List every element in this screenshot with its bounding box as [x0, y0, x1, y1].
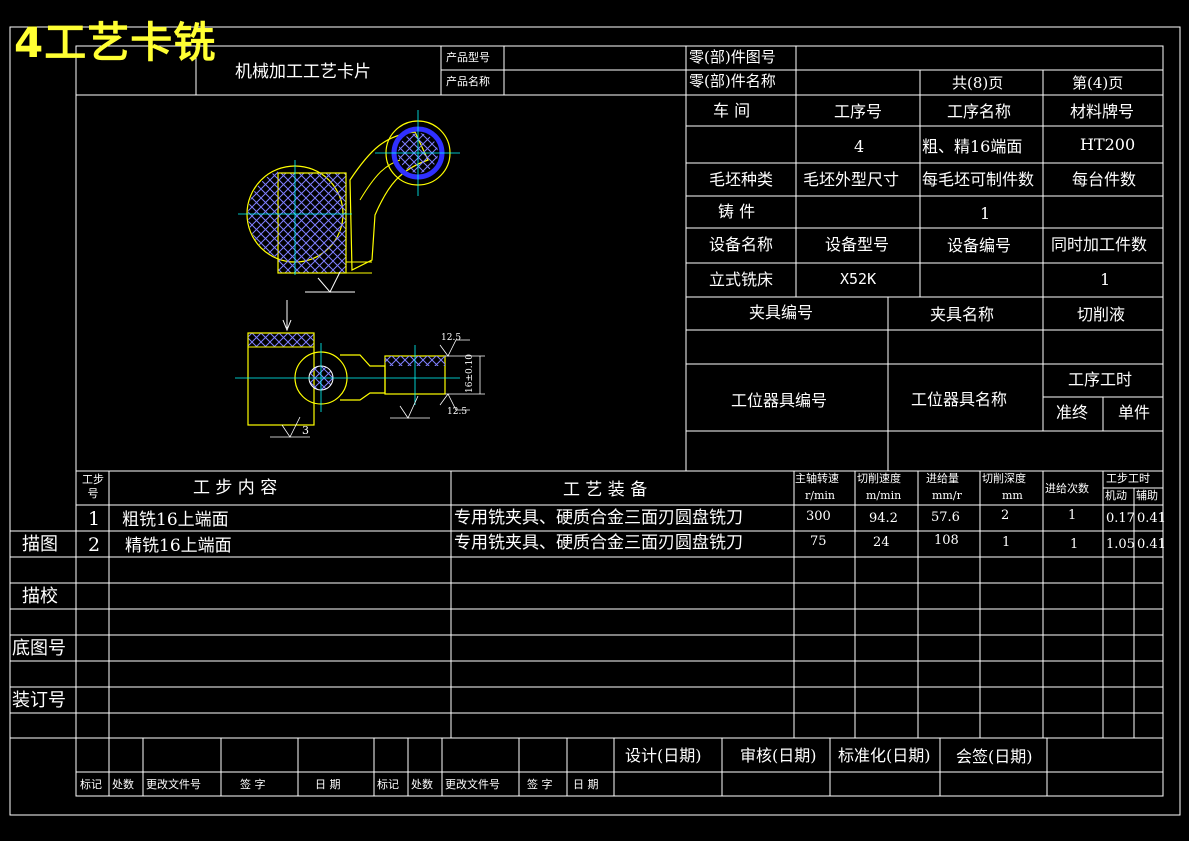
- equipment-model-value: X52K: [840, 270, 877, 288]
- col-feed: 进给量: [926, 472, 959, 485]
- simultaneous-value: 1: [1100, 270, 1111, 289]
- overlay-title: 4工艺卡铣: [14, 18, 217, 67]
- roughness-bottom: 12.5: [447, 407, 468, 417]
- op-no-label: 工序号: [834, 102, 883, 121]
- roughness-top: 12.5: [441, 333, 462, 343]
- blank-size-label: 毛坯外型尺寸: [803, 170, 900, 189]
- dimension-three: 3: [302, 424, 309, 437]
- step-2-feed: 108: [934, 533, 959, 548]
- op-name-value: 粗、精16端面: [922, 137, 1023, 156]
- footer-date-2: 日 期: [573, 778, 599, 791]
- blank-type-value: 铸 件: [718, 202, 756, 221]
- step-2-passes: 1: [1070, 537, 1079, 552]
- step-2-content: 精铣16上端面: [125, 536, 232, 556]
- step-1-no: 1: [88, 508, 101, 530]
- col-depth-unit: mm: [1002, 489, 1023, 502]
- per-blank-label: 每毛坯可制件数: [922, 170, 1035, 189]
- col-machine-time: 机动: [1105, 489, 1127, 502]
- step-1-equipment: 专用铣夹具、硬质合金三面刃圆盘铣刀: [454, 508, 743, 528]
- step-1-feed: 57.6: [931, 510, 960, 525]
- col-cutting-speed-unit: m/min: [866, 489, 902, 502]
- footer-sign: 签 字: [240, 778, 266, 791]
- product-model-label: 产品型号: [446, 51, 490, 64]
- footer-design: 设计(日期): [625, 746, 702, 765]
- col-equipment: 工 艺 装 备: [563, 480, 648, 500]
- step-1-speed: 94.2: [869, 511, 898, 526]
- op-no-value: 4: [854, 137, 865, 156]
- col-aux-time: 辅助: [1136, 489, 1158, 502]
- blank-type-label: 毛坯种类: [709, 170, 774, 189]
- material-value: HT200: [1080, 135, 1136, 154]
- total-pages: 共(8)页: [952, 74, 1004, 92]
- col-passes: 进给次数: [1045, 482, 1089, 495]
- part-drawing: [235, 110, 485, 438]
- footer-count: 处数: [112, 778, 134, 791]
- step-1-depth: 2: [1001, 508, 1010, 523]
- per-blank-value: 1: [980, 204, 991, 223]
- step-2-speed: 24: [873, 535, 890, 550]
- footer-standard: 标准化(日期): [838, 746, 931, 765]
- footer-mark-2: 标记: [377, 778, 399, 791]
- part-drawing-no-label: 零(部)件图号: [689, 48, 776, 66]
- side-label-base-no: 底图号: [12, 638, 66, 659]
- station-tool-name-label: 工位器具名称: [911, 390, 1008, 409]
- step-1-machine-time: 0.17: [1106, 511, 1135, 526]
- fixture-name-label: 夹具名称: [930, 305, 995, 324]
- step-2-machine-time: 1.05: [1106, 537, 1135, 552]
- footer-change-doc-2: 更改文件号: [445, 778, 500, 791]
- op-time-label: 工序工时: [1068, 370, 1133, 389]
- step-2-no: 2: [88, 534, 101, 556]
- col-cutting-speed: 切削速度: [857, 472, 901, 485]
- footer-change-doc: 更改文件号: [146, 778, 201, 791]
- col-step-no: 工步号: [82, 473, 104, 500]
- fixture-no-label: 夹具编号: [749, 303, 814, 322]
- step-1-passes: 1: [1068, 508, 1077, 523]
- footer-count-2: 处数: [411, 778, 433, 791]
- footer-countersign: 会签(日期): [956, 747, 1033, 766]
- page-number: 第(4)页: [1072, 74, 1124, 92]
- col-feed-unit: mm/r: [932, 489, 962, 502]
- part-name-label: 零(部)件名称: [689, 72, 776, 90]
- dimension-size: 16±0.10: [465, 353, 475, 393]
- step-2-equipment: 专用铣夹具、硬质合金三面刃圆盘铣刀: [454, 533, 743, 553]
- equipment-name-value: 立式铣床: [709, 270, 774, 289]
- equipment-model-label: 设备型号: [825, 235, 890, 254]
- footer-review: 审核(日期): [740, 746, 817, 765]
- footer-date: 日 期: [315, 778, 341, 791]
- op-name-label: 工序名称: [947, 102, 1012, 121]
- footer-mark: 标记: [80, 778, 102, 791]
- step-1-aux-time: 0.41: [1137, 511, 1166, 526]
- step-2-spindle: 75: [810, 534, 827, 549]
- step-2-depth: 1: [1002, 535, 1011, 550]
- step-1-spindle: 300: [806, 509, 831, 524]
- material-label: 材料牌号: [1070, 102, 1135, 121]
- footer-sign-2: 签 字: [527, 778, 553, 791]
- step-2-aux-time: 0.41: [1137, 537, 1166, 552]
- side-label-binding-no: 装订号: [12, 690, 66, 711]
- side-label-trace-check: 描校: [22, 586, 58, 607]
- station-tool-no-label: 工位器具编号: [731, 391, 828, 410]
- product-name-label: 产品名称: [446, 75, 490, 88]
- card-title: 机械加工工艺卡片: [235, 62, 371, 82]
- step-1-content: 粗铣16上端面: [122, 510, 229, 530]
- col-spindle: 主轴转速: [795, 472, 839, 485]
- prep-time-label: 准终: [1056, 403, 1089, 422]
- side-label-trace: 描图: [22, 534, 58, 555]
- col-step-content: 工 步 内 容: [193, 478, 278, 498]
- col-spindle-unit: r/min: [805, 489, 835, 502]
- equipment-no-label: 设备编号: [947, 236, 1012, 255]
- per-unit-label: 每台件数: [1072, 170, 1137, 189]
- unit-time-label: 单件: [1118, 403, 1151, 422]
- workshop-label: 车 间: [713, 101, 751, 120]
- coolant-label: 切削液: [1077, 305, 1126, 324]
- col-step-time: 工步工时: [1106, 472, 1150, 485]
- equipment-name-label: 设备名称: [709, 235, 774, 254]
- col-depth: 切削深度: [982, 472, 1026, 485]
- simultaneous-label: 同时加工件数: [1051, 235, 1148, 254]
